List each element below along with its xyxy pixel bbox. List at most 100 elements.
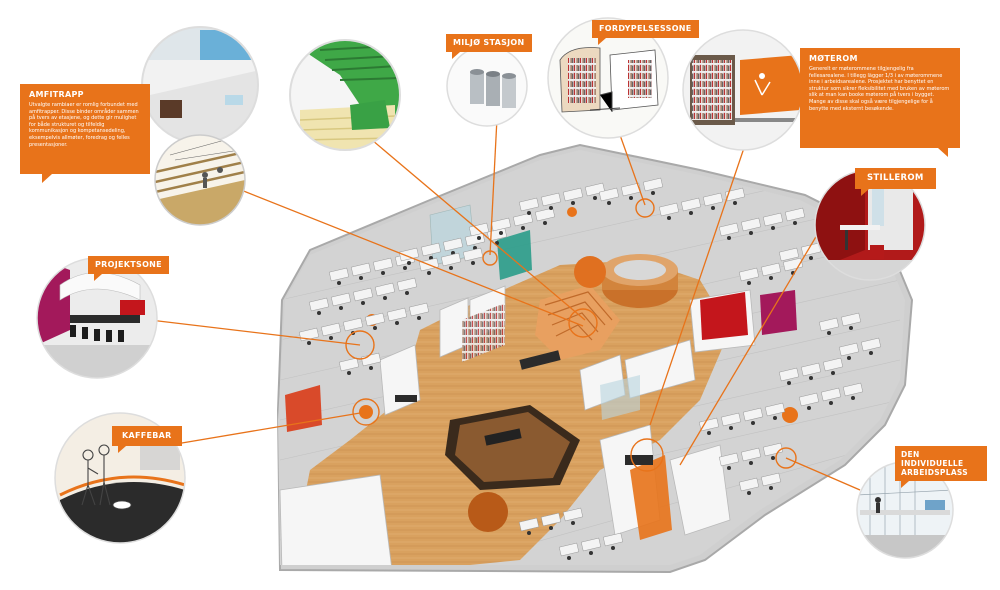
chair <box>749 231 753 235</box>
chair <box>407 261 411 265</box>
desk <box>738 267 760 282</box>
desk <box>308 297 330 312</box>
desk <box>338 357 360 372</box>
amfitrapp-callout: AMFITRAPP Utvalgte rambiaer er romlig fo… <box>20 84 150 183</box>
desk <box>702 192 724 207</box>
chair <box>667 216 671 220</box>
desk <box>320 322 342 337</box>
kaffebar-label: KAFFEBAR <box>112 426 182 453</box>
desk <box>860 337 882 352</box>
desk <box>364 312 386 327</box>
desk-clusters <box>298 177 882 560</box>
stillerom-label: STILLEROM <box>855 168 936 195</box>
desk <box>442 237 464 252</box>
chair <box>449 266 453 270</box>
desk <box>762 212 784 227</box>
chair <box>733 201 737 205</box>
chair <box>869 351 873 355</box>
sofa <box>625 455 653 465</box>
connector-lines <box>149 117 861 491</box>
chair <box>373 326 377 330</box>
desk <box>778 367 800 382</box>
chair <box>361 301 365 305</box>
chair <box>417 316 421 320</box>
desk <box>698 417 720 432</box>
chair <box>747 281 751 285</box>
chair <box>329 336 333 340</box>
chair <box>711 206 715 210</box>
chair <box>651 191 655 195</box>
individuelle-arbeidsplass-label: DEN INDIVIDUELLE ARBEIDSPLASS <box>895 446 987 488</box>
moterom-callout: MØTEROM Generelt er møterommene tilgjeng… <box>800 48 960 157</box>
miljostasjon-label: MILJØ STASJON <box>446 34 532 59</box>
moterom-title: MØTEROM <box>809 54 858 63</box>
desk <box>718 222 740 237</box>
chair <box>499 231 503 235</box>
chair <box>471 261 475 265</box>
desk <box>386 307 408 322</box>
projektsone-label: PROJEKTSONE <box>88 256 169 281</box>
desk <box>620 182 642 197</box>
desk <box>512 212 534 227</box>
desk <box>818 317 840 332</box>
chair <box>787 381 791 385</box>
chair <box>727 236 731 240</box>
desk <box>398 247 420 262</box>
chair <box>395 321 399 325</box>
desk <box>372 257 394 272</box>
chair <box>773 416 777 420</box>
chair <box>339 306 343 310</box>
desk <box>842 382 864 397</box>
desk <box>540 192 562 207</box>
target-markers <box>345 198 797 472</box>
amfitrapp-sketch <box>154 134 246 226</box>
desk <box>352 287 374 302</box>
chair <box>831 371 835 375</box>
chair <box>359 276 363 280</box>
chair <box>809 376 813 380</box>
stillerom-photo <box>814 169 926 281</box>
chair <box>571 201 575 205</box>
amphitheatre-stair <box>535 285 620 360</box>
amfitrapp-title: AMFITRAPP <box>29 90 84 99</box>
orange-wall <box>630 455 672 540</box>
chair <box>829 401 833 405</box>
rug <box>567 207 577 217</box>
chair <box>689 211 693 215</box>
bookshelf <box>462 303 505 362</box>
desk <box>784 207 806 222</box>
moterom-body: Generelt er møterommene tilgjengelig fra… <box>809 66 950 112</box>
fordypelsessone-label: FORDYPELSESSONE <box>592 20 699 45</box>
desk <box>764 402 786 417</box>
desk <box>642 177 664 192</box>
chair <box>369 366 373 370</box>
desk <box>742 407 764 422</box>
chair <box>771 456 775 460</box>
sunken-lounge <box>445 405 580 490</box>
chair <box>727 466 731 470</box>
chair <box>827 331 831 335</box>
chair <box>549 526 553 530</box>
desk <box>738 477 760 492</box>
desk <box>658 202 680 217</box>
chair <box>347 371 351 375</box>
chair <box>383 296 387 300</box>
desk <box>562 507 584 522</box>
desk <box>374 282 396 297</box>
projektsone-photo <box>36 257 158 379</box>
desk <box>534 207 556 222</box>
chair <box>571 521 575 525</box>
fordypelsessone-sketch <box>547 17 669 139</box>
chair <box>607 201 611 205</box>
chair <box>589 551 593 555</box>
chair <box>567 556 571 560</box>
chair <box>751 421 755 425</box>
desk <box>420 242 442 257</box>
desk <box>820 387 842 402</box>
rug <box>782 407 798 423</box>
desk <box>350 262 372 277</box>
desk <box>740 217 762 232</box>
desk <box>798 392 820 407</box>
desk <box>720 412 742 427</box>
